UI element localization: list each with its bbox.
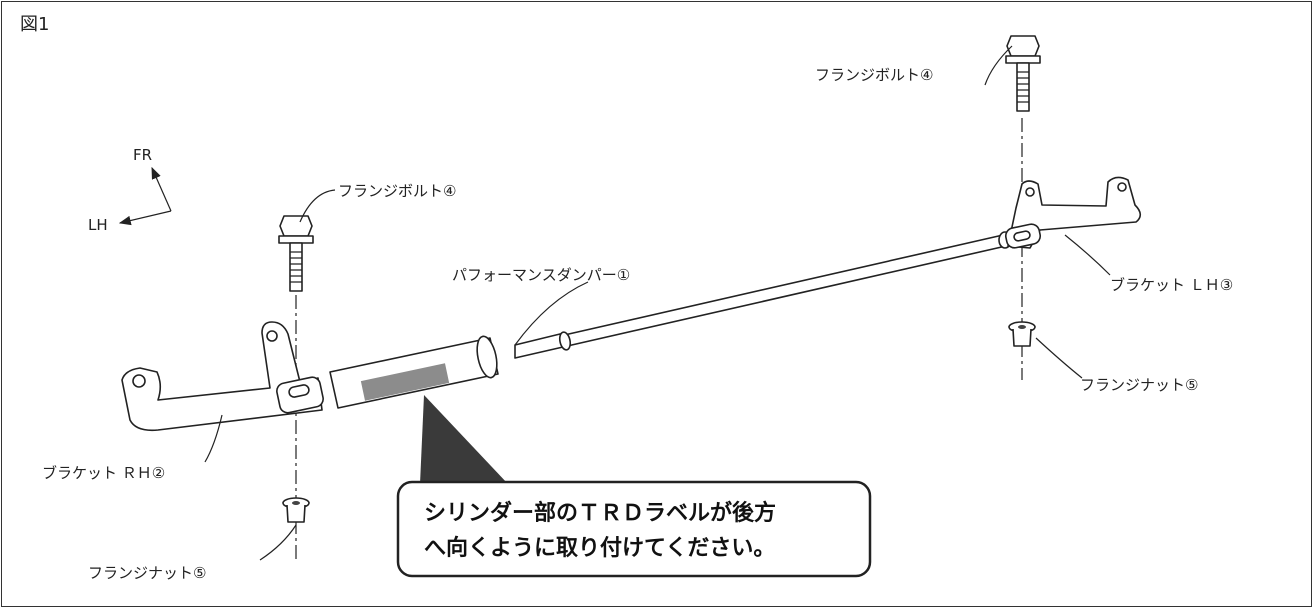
flange-nut-lh: [1008, 321, 1036, 347]
figure-label: 図1: [20, 14, 49, 35]
direction-lh-label: LH: [88, 216, 108, 234]
direction-indicator: FR LH: [88, 146, 172, 234]
leader-bolt-rh: [299, 189, 336, 223]
direction-fr-label: FR: [133, 146, 152, 164]
callout-pointer: [420, 395, 508, 484]
bracket-rh: [121, 321, 324, 432]
label-bolt-rh: フランジボルト④: [338, 182, 456, 200]
callout-note: シリンダー部のＴＲＤラベルが後方 へ向くように取り付けてください。: [396, 395, 872, 578]
flange-nut-rh: [282, 497, 310, 523]
callout-line-1: シリンダー部のＴＲＤラベルが後方: [424, 500, 776, 526]
label-nut-lh: フランジナット⑤: [1080, 376, 1198, 394]
trd-label-band: [360, 363, 450, 401]
leader-nut-rh: [259, 524, 297, 561]
flange-bolt-rh: [278, 215, 314, 292]
label-nut-rh: フランジナット⑤: [88, 564, 206, 582]
label-damper: パフォーマンスダンパー①: [452, 266, 630, 284]
label-bolt-lh: フランジボルト④: [815, 66, 933, 84]
leader-bolt-lh: [984, 45, 1013, 86]
leader-nut-lh: [1035, 337, 1083, 379]
callout-box: [396, 480, 872, 578]
performance-damper: [329, 231, 1012, 409]
label-bracket-lh: ブラケット ＬＨ③: [1110, 276, 1233, 294]
leader-bracket-rh: [204, 414, 223, 463]
bracket-lh: [1004, 176, 1142, 249]
lh-arrow-icon: [118, 210, 172, 226]
label-bracket-rh: ブラケット ＲＨ②: [42, 464, 165, 482]
leader-bracket-lh: [1064, 234, 1111, 276]
flange-bolt-lh: [1005, 35, 1041, 112]
callout-line-2: へ向くように取り付けてください。: [424, 535, 775, 561]
fr-arrow-icon: [151, 166, 172, 212]
leader-damper: [514, 281, 589, 346]
